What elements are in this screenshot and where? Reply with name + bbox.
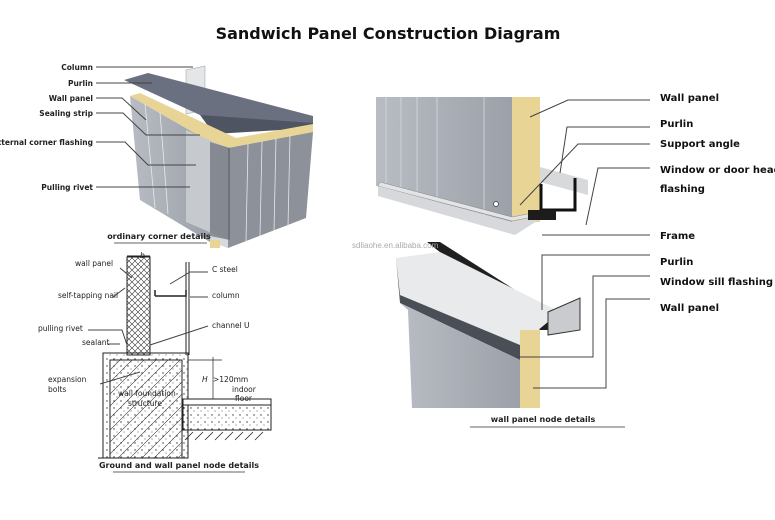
- label-support-angle: Support angle: [660, 139, 740, 150]
- label-floor: floor: [235, 394, 253, 403]
- label-expansion: expansion: [48, 375, 87, 384]
- watermark: sdliaohe.en.alibaba.com: [352, 241, 439, 250]
- label-wall-panel: Wall panel: [49, 94, 93, 103]
- caption-node: wall panel node details: [491, 415, 596, 424]
- label-dim-b: b: [140, 251, 145, 260]
- label-sealant: sealant: [82, 338, 110, 347]
- label-purlin: Purlin: [68, 79, 93, 88]
- label-wall-panel-top: Wall panel: [660, 93, 719, 104]
- label-window-sill-flashing: Window sill flashing: [660, 277, 773, 288]
- label-dim-h: H: [202, 375, 208, 384]
- label-indoor: indoor: [232, 385, 257, 394]
- caption-ground: Ground and wall panel node details: [99, 461, 259, 470]
- label-wall-panel-bottom: Wall panel: [660, 303, 719, 314]
- node-detail-illustration: [376, 97, 588, 408]
- label-pulling-rivet: Pulling rivet: [41, 183, 93, 192]
- label-bolts: bolts: [48, 385, 66, 394]
- label-pulling-rivet-ground: pulling rivet: [38, 324, 83, 333]
- caption-corner: ordinary corner details: [107, 232, 211, 241]
- label-purlin-bottom: Purlin: [660, 257, 693, 268]
- corner-leader-lines: [96, 66, 200, 188]
- label-sealing-strip: Sealing strip: [39, 109, 93, 118]
- label-height: >120mm: [213, 375, 248, 384]
- label-column: Column: [61, 63, 93, 72]
- label-column-ground: column: [212, 291, 240, 300]
- label-flashing: flashing: [660, 184, 705, 195]
- label-purlin-top: Purlin: [660, 119, 693, 130]
- ground-detail-illustration: [98, 255, 272, 459]
- corner-detail-illustration: [124, 65, 313, 248]
- page-title: Sandwich Panel Construction Diagram: [216, 24, 561, 43]
- label-wall-foundation: wall foundation: [118, 389, 176, 398]
- label-wall-panel-ground: wall panel: [75, 259, 113, 268]
- node-leader-lines: [515, 99, 650, 389]
- label-frame: Frame: [660, 231, 695, 242]
- label-c-steel: C steel: [212, 265, 238, 274]
- label-self-tapping-nail: self-tapping nail: [58, 291, 118, 300]
- label-structure: structure: [128, 399, 162, 408]
- label-channel-u: channel U: [212, 321, 250, 330]
- label-external-corner-flashing: External corner flashing: [0, 138, 93, 147]
- label-window-door-head: Window or door head: [660, 165, 775, 176]
- ground-leader-lines: [88, 267, 209, 385]
